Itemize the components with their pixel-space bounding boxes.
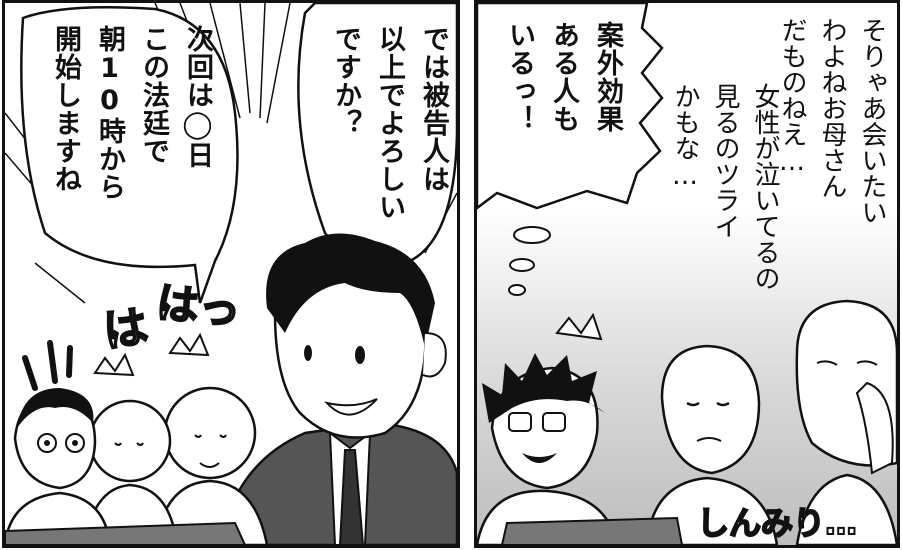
speech-lawyer-text: では被告人は 以上でよろしい ですか？ xyxy=(330,25,449,221)
sfx-laugh-1: は xyxy=(99,300,152,359)
speech-bubble-judge xyxy=(20,6,239,304)
murmur-text-1: そりゃあ会いたい わよねお母さん だものねえ… xyxy=(777,17,887,225)
manga-panel-right: 案外効果 ある人も いるっ！ そりゃあ会いたい わよねお母さん だものねえ… 女… xyxy=(474,0,900,548)
speech-judge-text: 次回は◯日 この法廷で 朝10時から 開始しますね xyxy=(50,25,213,201)
manga-panel-left: 次回は◯日 この法廷で 朝10時から 開始しますね では被告人は 以上でよろしい… xyxy=(2,0,460,548)
panel-left-illustration xyxy=(5,3,457,545)
sfx-sniff: しんみり… xyxy=(696,503,858,543)
thought-balloon xyxy=(477,3,664,210)
panel-right-illustration xyxy=(477,3,897,545)
sfx-laugh-2: はっ xyxy=(153,277,244,337)
thought-text: 案外効果 ある人も いるっ！ xyxy=(504,21,623,133)
murmur-text-2: 女性が泣いてるの 見るのツライ かもな… xyxy=(670,83,780,291)
